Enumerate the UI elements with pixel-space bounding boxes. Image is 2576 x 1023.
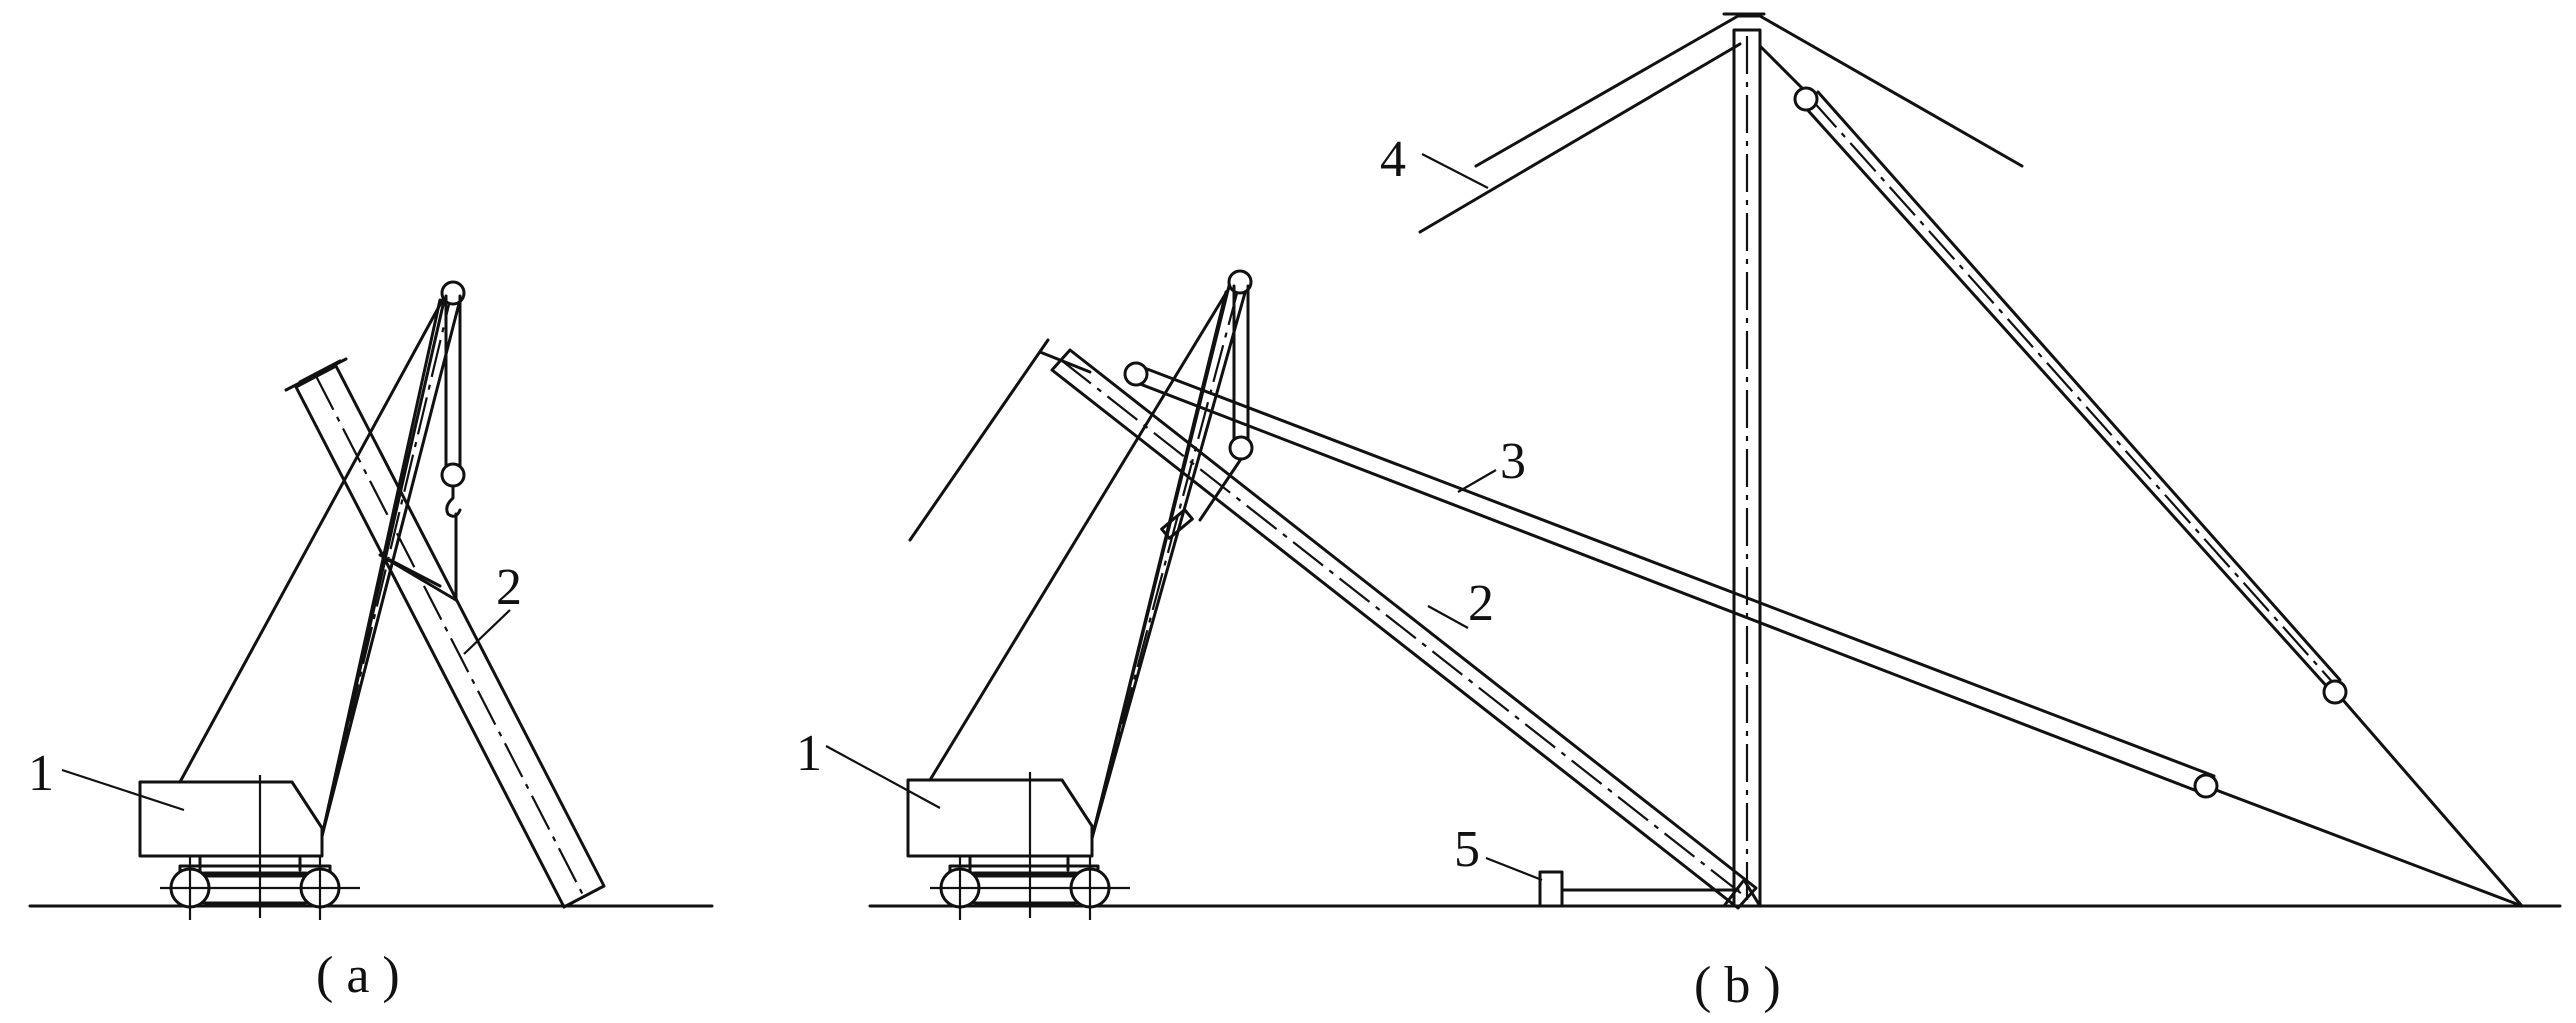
- lifting-clamp-a: [378, 553, 458, 602]
- backstay-chord-b: [1802, 104, 2332, 692]
- boom-chord-a: [320, 290, 464, 838]
- rigging-line-b: [1474, 14, 1740, 168]
- crawler-crane-b: [906, 772, 1130, 920]
- rigging-line-b: [1758, 14, 2024, 168]
- panel-a: 1 2 ( a ): [28, 280, 714, 1004]
- strut-end-pulley-b: [2193, 773, 2219, 799]
- backstay-pulley-b: [1793, 86, 1819, 112]
- crane-cab-a: [138, 780, 324, 858]
- member-body-b: [1050, 348, 1758, 910]
- strut-end-pulley-b: [1123, 361, 1149, 387]
- label-3-b: 3: [1500, 433, 1526, 490]
- tag-line-b: [908, 338, 1050, 542]
- luffing-line-b: [928, 278, 1236, 782]
- backstay-rope-b: [2341, 698, 2524, 908]
- leader-5-b: [1485, 856, 1543, 882]
- member-centerline-b: [1060, 359, 1748, 899]
- mast-foot-b: [1722, 878, 1762, 908]
- member-2-a: [284, 357, 606, 909]
- hook-block-a: [440, 462, 466, 488]
- mast-body-b: [1732, 28, 1762, 908]
- crane-boom-b: [928, 269, 1254, 840]
- leader-1-a: [61, 768, 185, 812]
- rigging-line-b: [1418, 42, 1742, 234]
- luffing-line-a: [178, 288, 450, 784]
- boom-centerline-b: [1090, 281, 1242, 839]
- caption-a: ( a ): [316, 947, 400, 1004]
- backstay-top-b: [1758, 44, 1808, 94]
- backstay-chord-b: [1816, 90, 2342, 682]
- label-2-a: 2: [496, 559, 522, 616]
- anchor-block-b: [1538, 870, 1564, 908]
- sling-rope-b: [1198, 457, 1243, 522]
- panel-b: 1 2 3 4 5 ( b ): [796, 12, 2562, 1014]
- top-rigging-b: [1418, 14, 2024, 234]
- hook-a: [445, 484, 462, 518]
- crane-cab-b: [906, 778, 1094, 858]
- label-2-b: 2: [1468, 575, 1494, 632]
- boom-chord-b: [1090, 290, 1228, 840]
- strut-body-b: [1132, 362, 2216, 798]
- backstay-b: [1758, 44, 2524, 908]
- leader-2-a: [463, 609, 511, 655]
- anchor-5-b: [1538, 870, 1762, 908]
- boom-chord-a: [320, 298, 442, 838]
- vertical-mast-b: [1722, 12, 1766, 908]
- leader-4-b: [1421, 153, 1489, 189]
- hook-block-b: [1228, 435, 1254, 461]
- label-4-b: 4: [1380, 131, 1406, 188]
- member-centerline-a: [315, 375, 585, 898]
- boom-centerline-a: [320, 291, 454, 837]
- member-2-b: [908, 338, 1758, 910]
- member-body-a: [294, 364, 606, 909]
- member-top-cap-a: [298, 359, 342, 384]
- leader-3-b: [1457, 469, 1497, 493]
- member-top-cap-b: [1038, 350, 1092, 374]
- leader-2-b: [1427, 605, 1469, 629]
- label-1-a: 1: [28, 745, 54, 802]
- backstay-pulley-b: [2322, 679, 2348, 705]
- strut-rope-b: [2214, 788, 2524, 908]
- crawler-crane-a: [138, 775, 360, 920]
- backstay-centerline-b: [1810, 98, 2336, 686]
- leader-1-b: [825, 745, 941, 809]
- sling-clamp-b: [1160, 508, 1194, 540]
- label-5-b: 5: [1454, 821, 1480, 878]
- label-1-b: 1: [796, 725, 822, 782]
- inclined-member-3-b: [1123, 361, 2219, 799]
- boom-chord-b: [1090, 280, 1250, 840]
- crane-boom-a: [178, 280, 466, 838]
- caption-b: ( b ): [1694, 957, 1781, 1014]
